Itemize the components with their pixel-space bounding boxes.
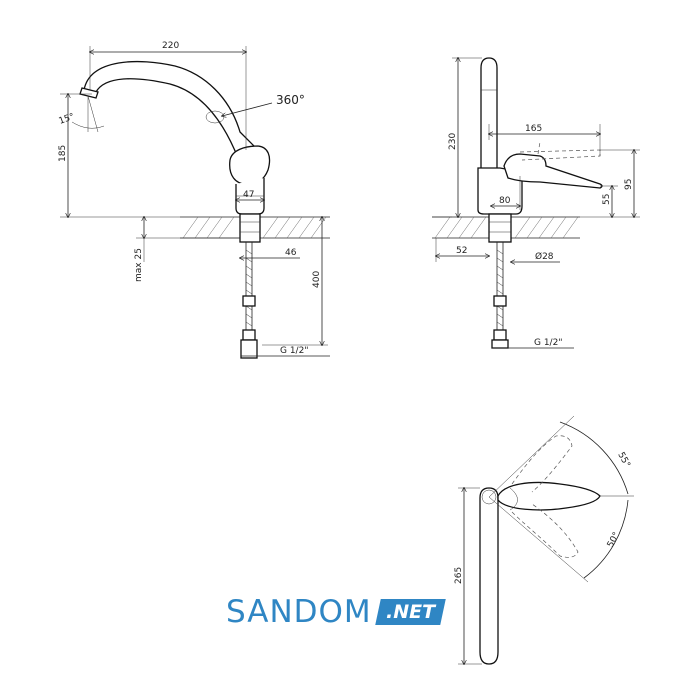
dim-lever-height: 95: [624, 179, 634, 190]
dim-width: 220: [162, 41, 179, 51]
top-view: 55° 50° 265: [454, 415, 634, 665]
side-lever: [503, 153, 603, 189]
front-view: 220 185 15° 360° 47 max 25 46 400 G 1/2": [58, 41, 330, 359]
dim-top-length: 265: [454, 567, 464, 584]
dim-thread-side: G 1/2": [534, 338, 562, 348]
dim-angle-up: 55°: [615, 451, 631, 470]
side-view: 230 165 95 55 80 52 Ø28 G 1/2": [432, 57, 640, 349]
dim-body-depth: 80: [499, 196, 511, 206]
front-mount: [239, 213, 261, 243]
front-spout: [83, 60, 260, 159]
logo-badge: .NET: [374, 599, 446, 625]
dim-side-height: 230: [448, 133, 458, 150]
dim-body-width: 47: [243, 190, 254, 200]
dim-reach: 165: [525, 124, 542, 134]
top-spout: [479, 487, 499, 665]
top-lever: [497, 481, 601, 511]
dim-height: 185: [58, 145, 68, 162]
dim-offset: 52: [456, 246, 467, 256]
dim-thread-front: G 1/2": [280, 346, 308, 356]
dim-angle-spout: 15°: [58, 112, 76, 127]
dim-rotation: 360°: [276, 93, 305, 107]
side-spout: [480, 57, 498, 168]
dim-hole: 46: [285, 248, 297, 258]
front-nozzle: [79, 87, 99, 99]
logo-main-text: SANDOM: [226, 594, 372, 630]
side-mount: [488, 213, 512, 243]
side-hose: [491, 242, 509, 349]
dim-diameter: Ø28: [535, 251, 554, 262]
front-hose: [240, 242, 258, 359]
dim-max-deck: max 25: [134, 248, 144, 282]
dim-base-height: 55: [602, 194, 612, 205]
sandom-logo: SANDOM .NET: [226, 594, 446, 630]
logo-badge-text: .NET: [385, 601, 435, 623]
dim-hose-length: 400: [312, 271, 322, 288]
front-lever: [229, 145, 271, 185]
